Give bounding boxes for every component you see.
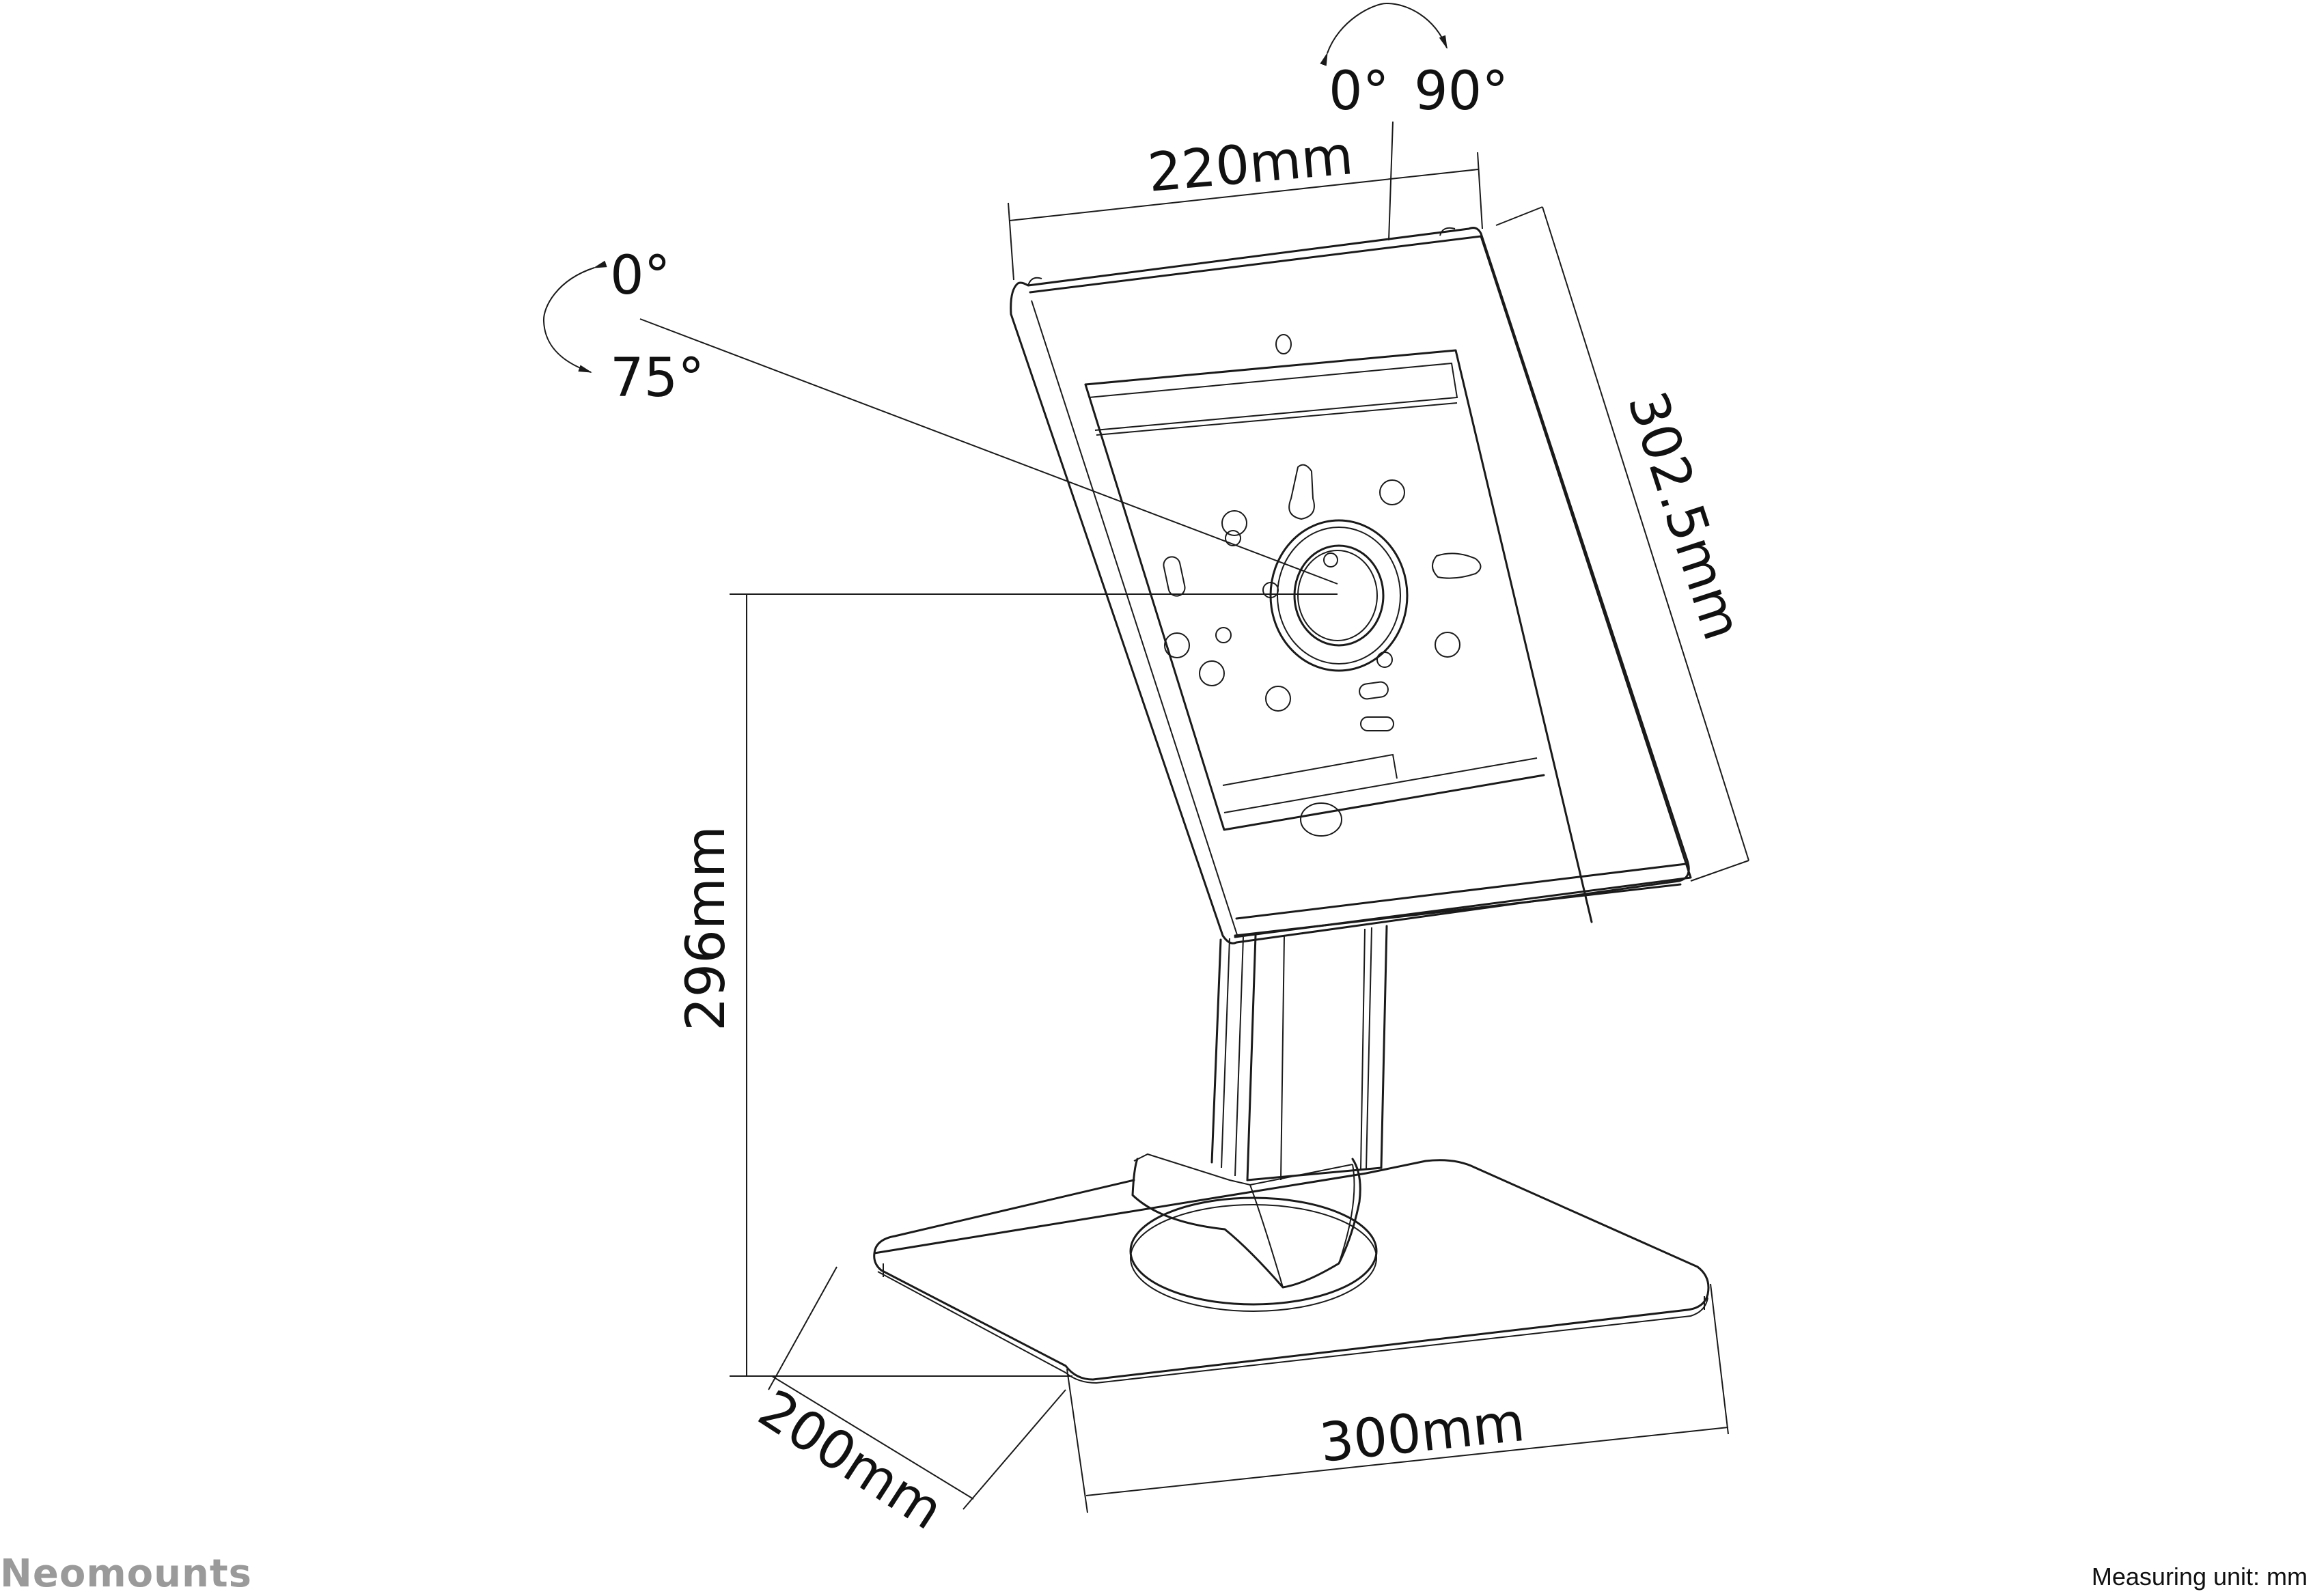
frame-height-dimension (1495, 206, 1749, 882)
measuring-unit-note: Measuring unit: mm (2091, 1563, 2308, 1591)
frame-height-label: 302.5mm (1616, 384, 1754, 647)
base-plate (873, 1159, 1710, 1384)
base-width-dimension (1066, 1283, 1729, 1513)
tilt-start-label: 0° (610, 245, 671, 307)
base-width-label: 300mm (1317, 1392, 1528, 1474)
tilt-rotation-icon (542, 260, 607, 373)
swivel-rotation-icon (1320, 2, 1448, 66)
width-dimension (1008, 152, 1483, 281)
base-depth-dimension (768, 1266, 1066, 1510)
column-foot (1129, 1153, 1378, 1312)
swivel-start-label: 0° (1329, 61, 1389, 122)
tablet-enclosure (1010, 227, 1692, 944)
stand-height-label: 296mm (676, 826, 737, 1031)
stand-height-dimension (730, 593, 1338, 1377)
frame-width-label: 220mm (1146, 125, 1356, 204)
swivel-axis-line (1388, 121, 1394, 241)
support-column (1210, 925, 1388, 1181)
brand-logo: Neomounts (0, 1552, 252, 1596)
screw-icons (1164, 479, 1460, 712)
base-depth-label: 200mm (748, 1378, 954, 1541)
tilt-axis-leader (639, 318, 1338, 585)
tilt-end-label: 75° (610, 348, 704, 409)
swivel-end-label: 90° (1414, 61, 1508, 122)
